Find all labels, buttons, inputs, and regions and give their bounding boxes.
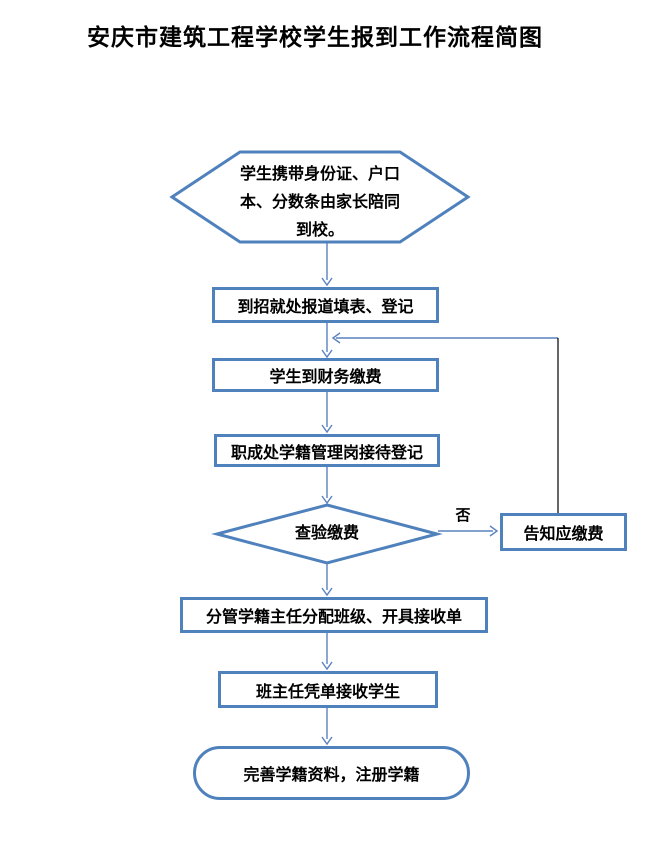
node-pay-box: 学生到财务缴费 bbox=[212, 358, 439, 392]
node-assign-box: 分管学籍主任分配班级、开具接收单 bbox=[180, 597, 488, 633]
edge-label-no: 否 bbox=[455, 506, 471, 524]
node-start-hexagon: 学生携带身份证、户口 本、分数条由家长陪同 到校。 bbox=[239, 160, 401, 244]
node-end-terminator: 完善学籍资料，注册学籍 bbox=[193, 746, 470, 800]
node-notify-box: 告知应缴费 bbox=[500, 513, 627, 551]
arrowhead-down-icon bbox=[321, 495, 333, 505]
node-register-box: 到招就处报道填表、登记 bbox=[212, 287, 439, 323]
arrowhead-down-icon bbox=[321, 736, 333, 746]
node-reception-box: 职成处学籍管理岗接待登记 bbox=[214, 434, 440, 467]
arrowhead-right-icon bbox=[489, 525, 499, 537]
hexagon-text-line: 学生携带身份证、户口 bbox=[239, 164, 400, 183]
hexagon-text-line: 本、分数条由家长陪同 bbox=[239, 192, 400, 211]
node-check-diamond: 查验缴费 bbox=[294, 523, 359, 542]
arrowhead-down-icon bbox=[321, 587, 333, 597]
arrowhead-down-icon bbox=[321, 661, 333, 671]
arrowhead-down-icon bbox=[321, 277, 333, 287]
arrowhead-down-icon bbox=[321, 349, 333, 359]
arrowhead-left-icon bbox=[331, 332, 341, 344]
node-accept-box: 班主任凭单接收学生 bbox=[218, 671, 438, 708]
hexagon-text-line: 到校。 bbox=[295, 220, 344, 239]
arrowhead-down-icon bbox=[321, 424, 333, 434]
page-title: 安庆市建筑工程学校学生报到工作流程简图 bbox=[87, 24, 543, 51]
